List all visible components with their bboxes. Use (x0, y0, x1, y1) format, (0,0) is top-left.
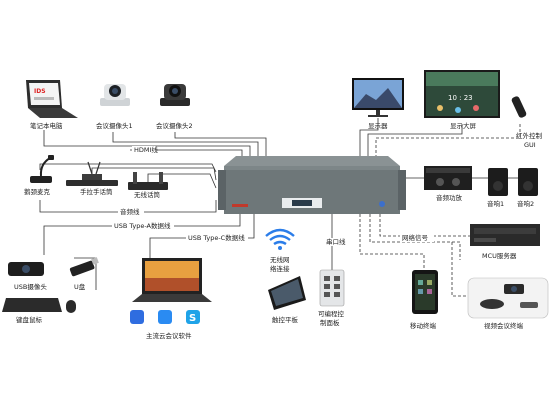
software-label: 主流云会议软件 (146, 331, 192, 340)
speaker1-label: 音响1 (487, 199, 504, 208)
udisk-label: U盘 (74, 282, 86, 291)
camera2-line (174, 132, 267, 158)
app-icon-3 (186, 310, 200, 324)
keyboard-mouse (2, 298, 76, 313)
usb-camera (8, 262, 44, 276)
panel-label-2: 制面板 (320, 318, 340, 327)
camera1-line (112, 132, 259, 158)
camera1-label: 会议摄像头1 (96, 121, 133, 130)
monitor-label: 显示器 (368, 122, 388, 130)
wireless-mic-label: 无线话筒 (134, 190, 161, 199)
laptop: IDS (26, 80, 78, 118)
speaker2 (518, 168, 538, 196)
app-icons: S (130, 310, 200, 324)
usb-disk (69, 257, 99, 277)
mcu-server (470, 224, 540, 246)
central-hub-device (218, 156, 406, 214)
app-icon-2 (158, 310, 172, 324)
usbc-label: USB Type-C数据线 (188, 233, 245, 242)
handheld-line (91, 167, 217, 181)
camera1 (100, 84, 130, 106)
usbcam-label: USB摄像头 (14, 282, 47, 291)
mcu-label: MCU服务器 (482, 251, 517, 260)
vconf-label: 视频会议终端 (484, 321, 524, 330)
screen-time: 10 : 23 (448, 94, 473, 102)
wifi-icon (265, 228, 295, 250)
camera2 (160, 84, 190, 106)
wifi-label-2: 络连接 (270, 264, 290, 273)
power-button (379, 201, 385, 207)
audio-line-label: 音频线 (120, 207, 140, 216)
mobile-label: 移动终端 (410, 321, 437, 330)
app-icon-1 (130, 310, 144, 324)
panel-label-1: 可编程控 (318, 309, 345, 318)
software-laptop (132, 258, 212, 302)
svg-text:S: S (189, 313, 196, 324)
monitor-line (359, 118, 379, 158)
mobile-terminal (412, 270, 438, 314)
handheld-label: 手拉手话筒 (80, 187, 113, 196)
hdmi-label: HDMI线 (134, 145, 158, 154)
kbmouse-label: 键盘鼠标 (16, 315, 43, 324)
usba-label: USB Type-A数据线 (114, 221, 171, 230)
laptop-label: 笔记本电脑 (30, 121, 63, 130)
ir-line (375, 122, 521, 158)
bigscreen-label: 显示大屏 (450, 121, 477, 130)
mobile-line (359, 214, 425, 270)
big-display-screen: 10 : 23 (424, 70, 500, 118)
handheld-mic (66, 161, 118, 186)
wifi-label-1: 无线网 (270, 255, 290, 264)
control-panel (319, 269, 345, 307)
bigscreen-line (367, 124, 463, 158)
network-label: 网络信号 (402, 233, 429, 242)
speaker1 (488, 168, 508, 196)
gooseneck-mic (30, 155, 54, 183)
svg-text:IDS: IDS (34, 88, 46, 95)
camera2-label: 会议摄像头2 (156, 121, 193, 130)
hub-logo (232, 204, 248, 207)
tablet-label: 触控平板 (272, 315, 299, 324)
ir-remote (511, 96, 527, 118)
ir-label-2: GUI (524, 141, 536, 149)
video-conference-terminal (467, 277, 549, 319)
monitor (352, 78, 404, 117)
mcu-line (379, 214, 470, 237)
wireless-mic-line (147, 173, 217, 189)
amp-label: 音频功放 (436, 193, 463, 202)
audio-amplifier (424, 166, 472, 190)
gooseneck-label: 鹅颈麦克 (24, 187, 51, 196)
serial-label: 串口线 (326, 237, 346, 246)
speaker2-label: 音响2 (517, 199, 534, 208)
ir-label: 红外控制 (516, 131, 543, 140)
vconf-line (451, 242, 468, 297)
wireless-mic (128, 172, 168, 190)
hdmi-line (130, 149, 243, 158)
touch-tablet (268, 276, 306, 310)
